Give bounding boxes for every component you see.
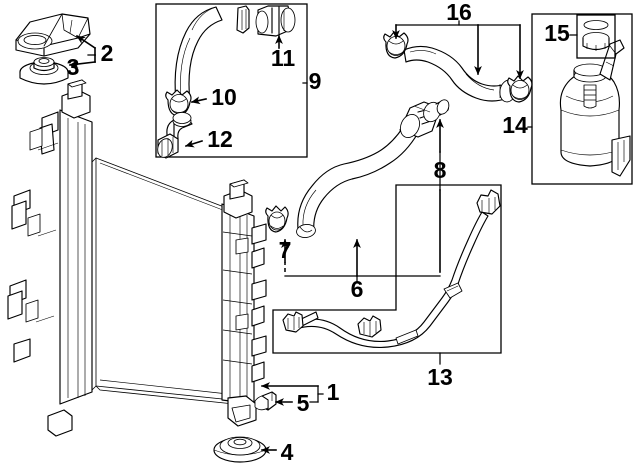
reservoir-cap-and-seal — [582, 20, 610, 51]
upper-mount-insulator — [19, 57, 69, 85]
radiator-assembly — [7, 79, 267, 437]
callout-label-15: 15 — [544, 20, 570, 46]
box-13-frame — [272, 184, 502, 354]
leader-2 — [75, 34, 97, 56]
callout-label-11: 11 — [271, 45, 296, 71]
upper-hose — [174, 6, 223, 103]
callout-label-16: 16 — [446, 0, 472, 25]
leader-3 — [69, 54, 96, 68]
hose-clamp-16-left — [383, 31, 409, 59]
coolant-reservoir-tank — [559, 39, 631, 177]
callout-label-14: 14 — [502, 112, 528, 138]
callout-label-13: 13 — [427, 364, 453, 390]
hose-quick-connector — [399, 99, 450, 138]
hose-clamp-lower — [265, 205, 289, 233]
callout-label-3: 3 — [67, 54, 80, 80]
callout-label-9: 9 — [309, 68, 322, 94]
hose-connector-fitting — [236, 5, 296, 37]
leader-1 — [261, 382, 324, 403]
callout-label-2: 2 — [101, 40, 114, 66]
coolant-reservoir-hose-line — [282, 189, 501, 349]
callout-label-7: 7 — [279, 237, 292, 263]
callout-label-6: 6 — [351, 276, 364, 302]
box-9-frame — [155, 3, 308, 158]
hose-clamp-16-right — [507, 75, 533, 103]
box-14-frame — [531, 13, 633, 185]
box-15-frame — [576, 14, 616, 59]
upper-mounting-bracket — [15, 13, 91, 57]
callout-label-12: 12 — [207, 126, 233, 152]
elbow-connector — [157, 112, 193, 159]
leader-12 — [184, 139, 204, 148]
callout-label-10: 10 — [211, 84, 237, 110]
callout-label-5: 5 — [297, 390, 310, 416]
leader-16 — [392, 20, 524, 79]
callout-label-1: 1 — [327, 379, 340, 405]
leader-6 — [284, 239, 441, 283]
drain-plug — [254, 391, 277, 411]
callout-label-4: 4 — [281, 439, 294, 465]
leader-10 — [191, 96, 207, 105]
lower-mount-insulator — [213, 436, 267, 463]
callout-label-8: 8 — [434, 157, 447, 183]
spring-hose-clamp — [165, 89, 192, 117]
